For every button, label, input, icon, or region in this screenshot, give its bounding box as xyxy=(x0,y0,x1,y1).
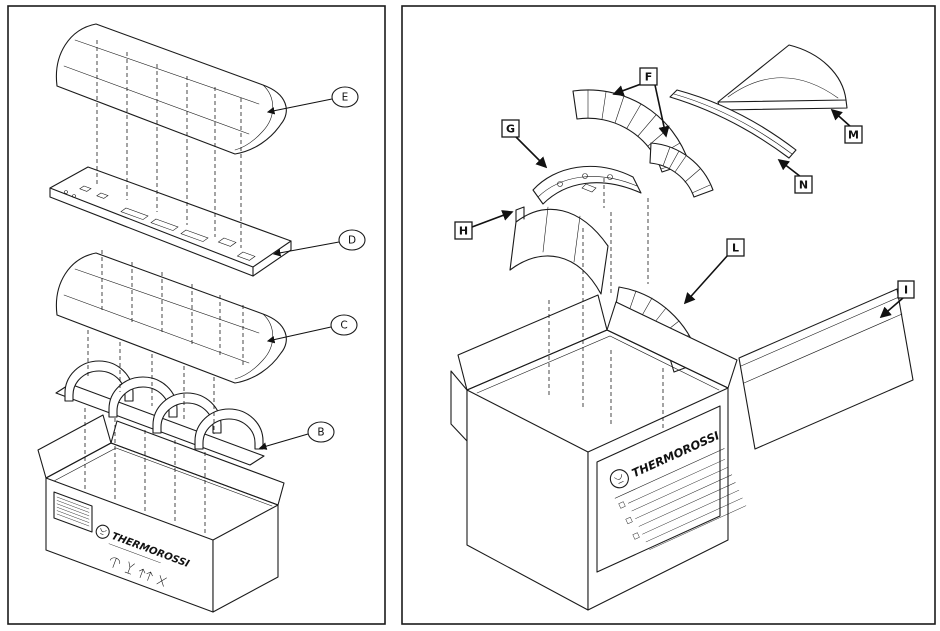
part-grate-f2 xyxy=(649,142,714,198)
callout-i-letter: I xyxy=(904,284,908,297)
callout-l: L xyxy=(683,238,745,305)
part-tray-d xyxy=(49,166,292,277)
callout-e: E xyxy=(266,86,359,115)
cross-icon xyxy=(156,575,167,587)
part-sheet-m xyxy=(717,44,848,111)
callout-i: I xyxy=(879,280,915,319)
shipping-box-right: THERMOROSSI xyxy=(450,294,747,611)
callout-b-letter: B xyxy=(317,427,324,439)
this-side-up-icon xyxy=(139,568,153,581)
part-plate-g xyxy=(532,165,642,205)
label-text-lines xyxy=(618,459,747,550)
right-panel: THERMOROSSI xyxy=(401,5,936,625)
callout-f-letter: F xyxy=(645,71,653,84)
part-band-h xyxy=(509,206,609,295)
box-right-label: THERMOROSSI xyxy=(596,405,747,573)
handling-symbols xyxy=(109,557,167,587)
part-arch-segments-b xyxy=(55,360,265,466)
projection-lines-left xyxy=(84,40,244,534)
brand-logo-mark xyxy=(95,524,110,539)
brand-logo-mark xyxy=(609,469,629,489)
shipping-box-left: THERMOROSSI xyxy=(37,414,285,613)
callout-g: G xyxy=(501,119,548,169)
fragile-glass-icon xyxy=(124,561,135,575)
callout-c-letter: C xyxy=(340,320,347,332)
callout-d-letter: D xyxy=(348,235,356,247)
box-left-right-face xyxy=(212,504,279,613)
callout-e-letter: E xyxy=(342,92,349,104)
umbrella-icon xyxy=(109,557,121,568)
callout-l-letter: L xyxy=(732,242,739,255)
projection-lines-right xyxy=(548,178,664,428)
part-lid-i xyxy=(738,288,914,450)
callout-c: C xyxy=(266,314,358,344)
callout-n-letter: N xyxy=(799,179,808,192)
callout-d: D xyxy=(272,229,366,257)
box-left-info-label xyxy=(53,491,93,533)
callout-f: F xyxy=(612,67,670,138)
part-cover-e xyxy=(55,23,287,155)
part-cover-c xyxy=(55,252,287,384)
callout-m-letter: M xyxy=(848,129,859,142)
callout-n: N xyxy=(777,158,813,194)
callout-b: B xyxy=(258,421,335,450)
callout-h-letter: H xyxy=(459,225,468,238)
callout-m: M xyxy=(830,108,863,144)
callout-h: H xyxy=(454,210,514,240)
left-panel: THERMOROSSI xyxy=(7,5,386,625)
callout-g-letter: G xyxy=(506,123,515,136)
part-strip-n xyxy=(669,89,797,159)
